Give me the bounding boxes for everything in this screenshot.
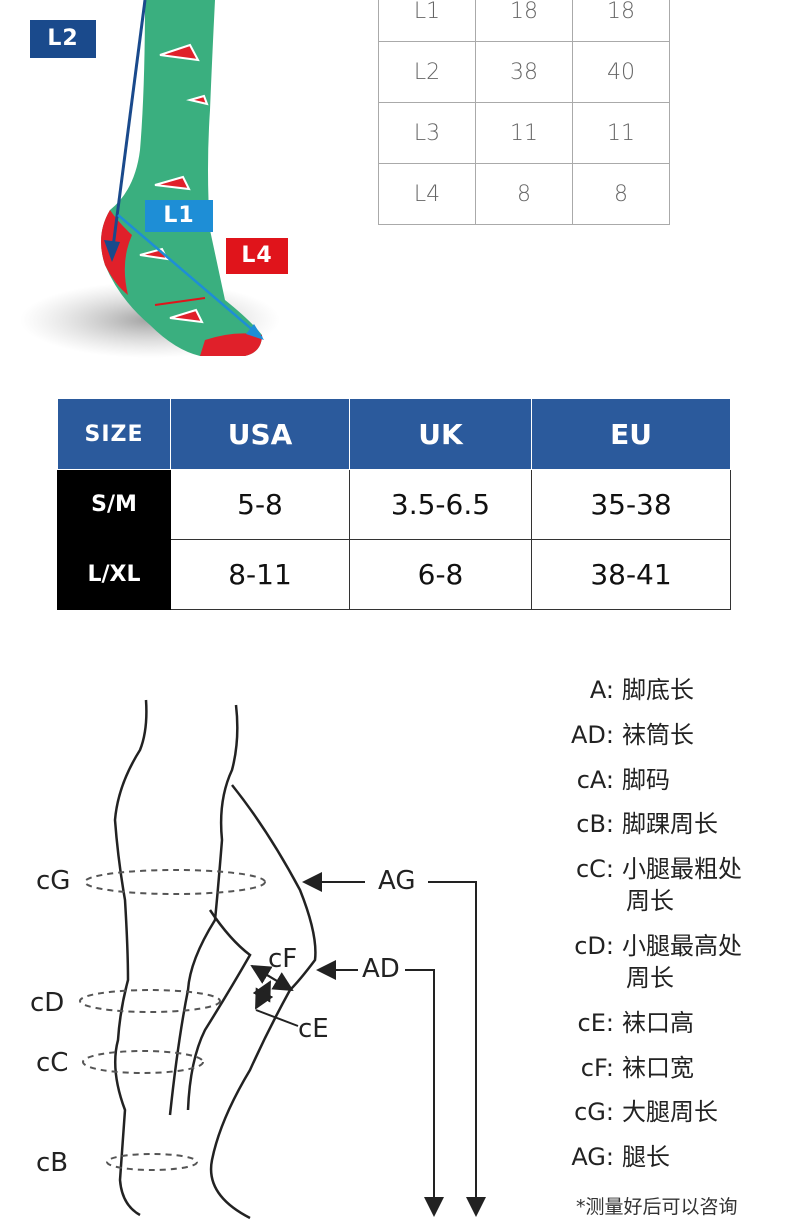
usa-value: 5-8 — [170, 469, 350, 540]
legend-key: A: — [589, 676, 614, 704]
legend-item: AD: 袜筒长 — [560, 719, 694, 751]
legend-item: cD: 小腿最高处周长 — [560, 930, 742, 994]
legend-item: cC: 小腿最粗处周长 — [560, 853, 742, 917]
measure-value: 40 — [572, 41, 670, 103]
legend-item: cG: 大腿周长 — [560, 1096, 718, 1128]
leg-diagram — [79, 699, 486, 1220]
measure-value: 38 — [475, 41, 573, 103]
measure-label: L3 — [378, 102, 476, 164]
legend-item: cA: 脚码 — [560, 764, 670, 796]
legend-key: cA: — [576, 766, 614, 794]
cb-ellipse — [106, 1153, 198, 1171]
measure-value: 18 — [475, 0, 573, 42]
legend-key: cB: — [576, 810, 614, 838]
sock-label-l4: L4 — [226, 238, 288, 274]
cg-label: cG — [36, 866, 71, 896]
legend-key: AD: — [571, 721, 614, 749]
sock-label-l2: L2 — [30, 20, 96, 58]
legend-description: 袜口高 — [622, 1009, 694, 1037]
legend-item: A: 脚底长 — [560, 674, 694, 706]
measure-label: L1 — [378, 0, 476, 42]
measure-label: L2 — [378, 41, 476, 103]
legend-description: 脚底长 — [622, 676, 694, 704]
legend-description: 周长 — [626, 964, 674, 992]
legend-key: cG: — [574, 1098, 614, 1126]
table-row: L/XL 8-11 6-8 38-41 — [57, 539, 731, 610]
ad-label: AD — [362, 954, 400, 984]
cd-label: cD — [30, 988, 65, 1018]
legend-key: cF: — [580, 1054, 614, 1082]
cc-ellipse — [82, 1050, 204, 1074]
cf-label: cF — [268, 944, 298, 974]
measure-value: 8 — [572, 163, 670, 225]
sock-illustration — [20, 0, 280, 358]
uk-value: 6-8 — [349, 539, 532, 610]
uk-value: 3.5-6.5 — [349, 469, 532, 540]
measure-label: L4 — [378, 163, 476, 225]
legend-key: cE: — [577, 1009, 614, 1037]
legend-description: 周长 — [626, 887, 674, 915]
measure-value: 8 — [475, 163, 573, 225]
size-header: SIZE — [57, 398, 171, 470]
legend-description: 脚码 — [622, 766, 670, 794]
measure-value: 18 — [572, 0, 670, 42]
cb-label: cB — [36, 1148, 69, 1178]
sock-label-l1: L1 — [145, 200, 213, 232]
measure-value: 11 — [572, 102, 670, 164]
size-table-header-row: SIZE USA UK EU — [57, 398, 731, 470]
size-chart-table: SIZE USA UK EU S/M 5-8 3.5-6.5 35-38 L/X… — [57, 398, 731, 610]
legend-item: AG: 腿长 — [560, 1141, 670, 1173]
legend-item: cE: 袜口高 — [560, 1007, 694, 1039]
legend-description: 腿长 — [622, 1143, 670, 1171]
usa-header: USA — [170, 398, 350, 470]
uk-header: UK — [349, 398, 532, 470]
legend-key: cD: — [574, 932, 614, 960]
ag-label: AG — [378, 866, 416, 896]
row-size-label: L/XL — [57, 539, 171, 610]
legend-description: 袜筒长 — [622, 721, 694, 749]
legend-description: 小腿最高处 — [622, 932, 742, 960]
eu-header: EU — [531, 398, 731, 470]
eu-value: 35-38 — [531, 469, 731, 540]
row-size-label: S/M — [57, 469, 171, 540]
cc-label: cC — [36, 1048, 69, 1078]
legend-description: 脚踝周长 — [622, 810, 718, 838]
eu-value: 38-41 — [531, 539, 731, 610]
legend-key: cC: — [575, 855, 614, 883]
measure-value: 11 — [475, 102, 573, 164]
consult-note: *测量好后可以咨询 — [576, 1196, 738, 1218]
usa-value: 8-11 — [170, 539, 350, 610]
legend-description: 大腿周长 — [622, 1098, 718, 1126]
table-row: S/M 5-8 3.5-6.5 35-38 — [57, 469, 731, 540]
cd-ellipse — [79, 989, 221, 1013]
legend-description: 袜口宽 — [622, 1054, 694, 1082]
ce-label: cE — [298, 1014, 329, 1044]
legend-item: cF: 袜口宽 — [560, 1052, 694, 1084]
legend-item: cB: 脚踝周长 — [560, 808, 718, 840]
legend-description: 小腿最粗处 — [622, 855, 742, 883]
legend-key: AG: — [571, 1143, 614, 1171]
cg-ellipse — [84, 869, 266, 895]
